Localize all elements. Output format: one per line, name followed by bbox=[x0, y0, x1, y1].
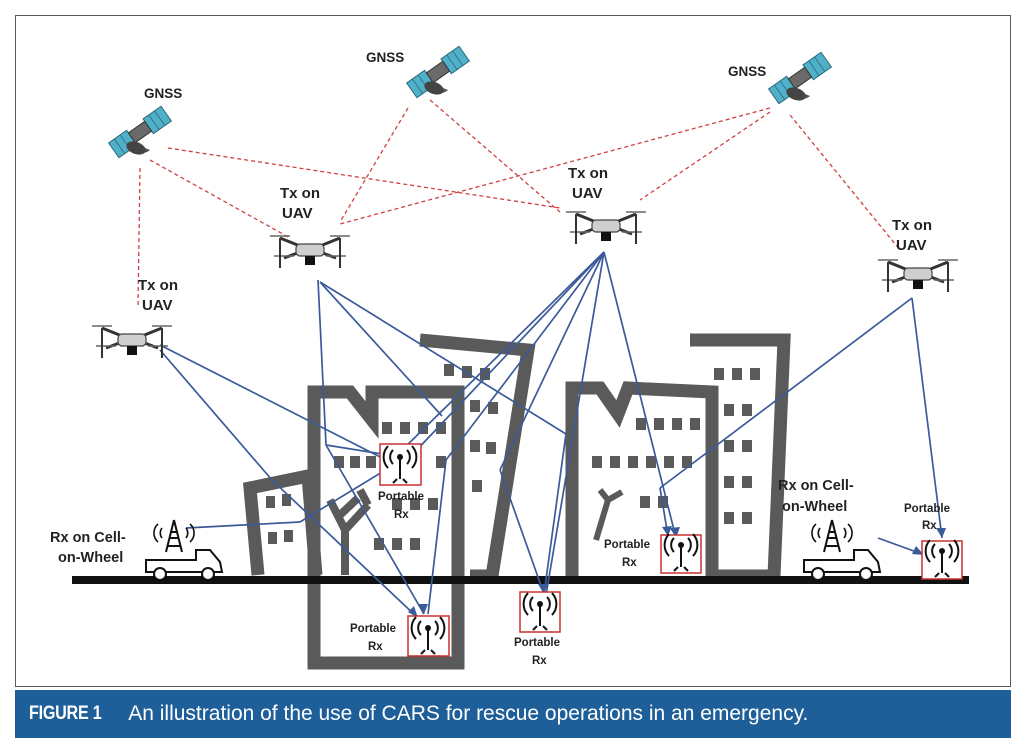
portable-label-line2: Rx bbox=[394, 509, 409, 521]
gnss-label-center: GNSS bbox=[366, 50, 404, 65]
tx-label-line2: UAV bbox=[572, 185, 603, 202]
tx-label-line2: UAV bbox=[282, 205, 313, 222]
portable-label-line1: Portable bbox=[378, 491, 424, 503]
portable-label-line2: Rx bbox=[922, 520, 937, 532]
portable-label-line1: Portable bbox=[904, 503, 950, 515]
figure-caption: FIGURE 1 An illustration of the use of C… bbox=[15, 690, 1011, 738]
cars-diagram: GNSS GNSS GNSS Tx on UAV Tx on UAV Tx on… bbox=[50, 45, 969, 670]
portable-rx-box bbox=[407, 615, 450, 657]
portable-rx-box bbox=[379, 443, 422, 486]
rx-cow-left-line1: Rx on Cell- bbox=[50, 530, 126, 546]
tx-label-line1: Tx on bbox=[892, 217, 932, 234]
portable-label-line1: Portable bbox=[514, 637, 560, 649]
satellite-icon bbox=[108, 105, 172, 159]
building-center-left bbox=[307, 385, 465, 576]
building-crack-right bbox=[593, 488, 624, 541]
portable-rx-box bbox=[660, 533, 702, 574]
tx-label-line2: UAV bbox=[896, 237, 927, 254]
gnss-label-right: GNSS bbox=[728, 64, 766, 79]
truck-icon bbox=[803, 519, 881, 581]
gnss-label-left: GNSS bbox=[144, 86, 182, 101]
portable-label-line2: Rx bbox=[368, 641, 383, 653]
drone-icon bbox=[876, 258, 960, 294]
tx-label-line1: Tx on bbox=[568, 165, 608, 182]
labels: GNSS GNSS GNSS Tx on UAV Tx on UAV Tx on… bbox=[50, 50, 950, 667]
caption-text: An illustration of the use of CARS for r… bbox=[128, 702, 809, 725]
drone-icon bbox=[564, 210, 648, 246]
truck-icon bbox=[145, 519, 223, 581]
tx-label-line1: Tx on bbox=[280, 185, 320, 202]
building-crack bbox=[326, 488, 372, 575]
portable-label-line2: Rx bbox=[532, 655, 547, 667]
drone-icon bbox=[268, 234, 352, 270]
tx-label-line1: Tx on bbox=[138, 277, 178, 294]
portable-label-line2: Rx bbox=[622, 557, 637, 569]
windows bbox=[266, 364, 760, 550]
basement bbox=[307, 584, 465, 670]
building-center-right bbox=[565, 381, 719, 576]
portable-label-line1: Portable bbox=[350, 623, 396, 635]
portable-rx-box bbox=[519, 591, 561, 633]
rx-cow-right-line2: on-Wheel bbox=[782, 499, 847, 515]
rx-cow-right-line1: Rx on Cell- bbox=[778, 478, 854, 494]
signal-links bbox=[159, 251, 943, 619]
satellite-icon bbox=[768, 51, 832, 105]
ground-line bbox=[72, 576, 969, 584]
gnss-links bbox=[137, 99, 901, 309]
caption-label: FIGURE 1 bbox=[29, 703, 102, 724]
tx-label-line2: UAV bbox=[142, 297, 173, 314]
rx-cow-left-line2: on-Wheel bbox=[58, 550, 123, 566]
drone-icon bbox=[90, 324, 174, 360]
portable-rx-box bbox=[921, 539, 963, 580]
satellite-icon bbox=[406, 45, 470, 99]
portable-label-line1: Portable bbox=[604, 539, 650, 551]
